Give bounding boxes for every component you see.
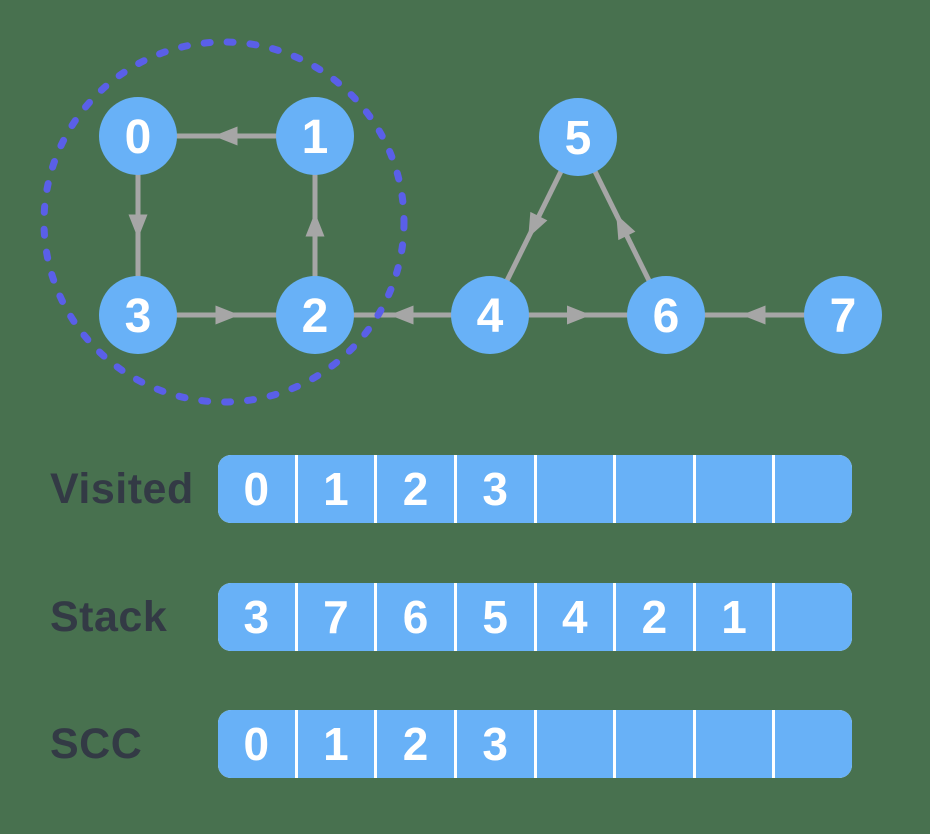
array-cell-empty [695, 455, 773, 523]
graph-node-3 [99, 276, 177, 354]
graph-node-label: 5 [565, 112, 592, 165]
array-cell: 0 [218, 455, 295, 523]
arrowhead-icon [741, 305, 766, 325]
array-cell: 2 [377, 710, 454, 778]
graph-node-5 [539, 98, 617, 176]
arrowhead-icon [616, 214, 636, 241]
array-cell: 3 [456, 455, 534, 523]
array-cell: 1 [297, 455, 375, 523]
array-cell: 5 [456, 583, 534, 651]
array-cell-empty [775, 455, 852, 523]
array-cell: 3 [218, 583, 295, 651]
array-cell-empty [616, 710, 693, 778]
graph-node-label: 3 [125, 290, 152, 343]
graph-node-label: 7 [830, 290, 857, 343]
array-cell-empty [775, 710, 852, 778]
stack-label: Stack [50, 592, 168, 641]
array-cell: 2 [377, 455, 454, 523]
graph-node-label: 4 [477, 290, 504, 343]
array-cell: 1 [695, 583, 773, 651]
graph-node-0 [99, 97, 177, 175]
array-cell: 3 [456, 710, 534, 778]
arrowhead-icon [215, 305, 240, 325]
graph-node-label: 1 [302, 111, 329, 164]
array-cell-empty [536, 710, 614, 778]
graph-node-7 [804, 276, 882, 354]
scc-highlight-ring [40, 38, 408, 406]
array-cell: 1 [297, 710, 375, 778]
graph-node-6 [627, 276, 705, 354]
scc-label: SCC [50, 719, 143, 768]
array-cell-empty [695, 710, 773, 778]
array-cell: 0 [218, 710, 295, 778]
graph-node-label: 0 [125, 111, 152, 164]
array-cell: 6 [377, 583, 454, 651]
arrowhead-icon [528, 211, 548, 238]
array-cell-empty [616, 455, 693, 523]
graph-node-2 [276, 276, 354, 354]
array-cell-empty [536, 455, 614, 523]
graph-node-4 [451, 276, 529, 354]
arrowhead-icon [305, 212, 325, 237]
array-cell: 7 [297, 583, 375, 651]
arrowhead-icon [213, 126, 238, 146]
graph-node-label: 6 [653, 290, 680, 343]
visited-label: Visited [50, 464, 194, 513]
graph-node-label: 2 [302, 290, 329, 343]
graph-diagram: 0 1 2 3 4 5 6 7 [40, 38, 882, 406]
array-cell: 4 [536, 583, 614, 651]
arrowhead-icon [567, 305, 591, 325]
array-cell-empty [775, 583, 852, 651]
arrowhead-icon [389, 305, 414, 325]
graph-node-1 [276, 97, 354, 175]
arrowhead-icon [128, 214, 148, 239]
array-cell: 2 [616, 583, 693, 651]
